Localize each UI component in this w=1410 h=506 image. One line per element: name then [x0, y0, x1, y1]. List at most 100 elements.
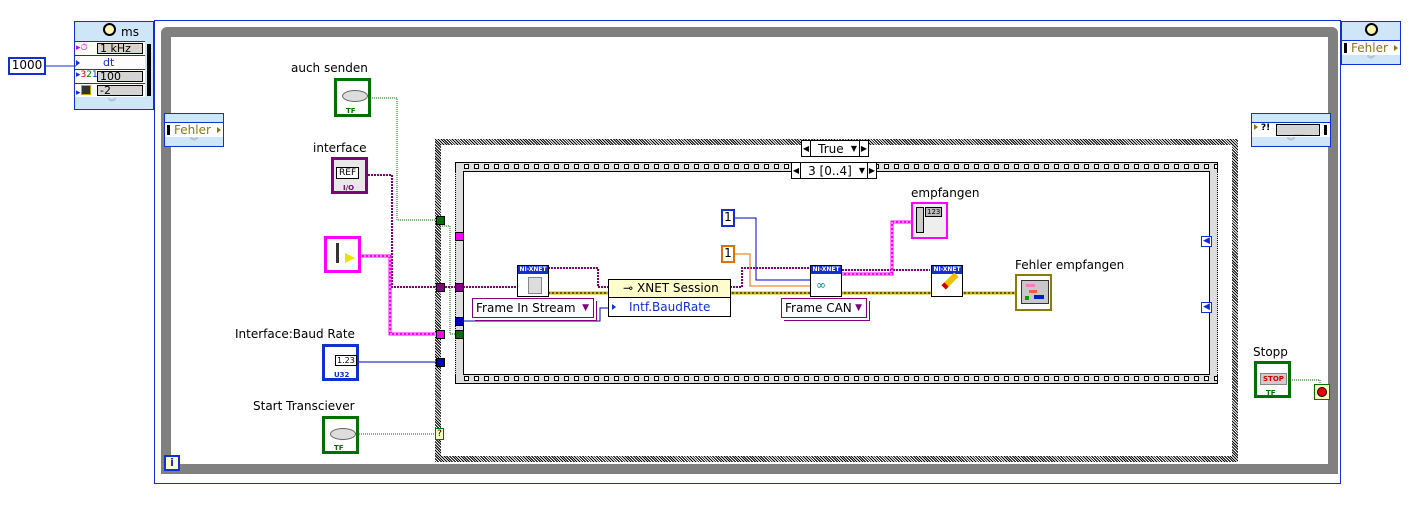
iteration-terminal: i	[164, 455, 180, 471]
node-header: NI-XNET	[811, 266, 841, 274]
case-selector-value: True	[818, 141, 844, 156]
tunnel-refnum	[436, 283, 445, 292]
interface-label: interface	[313, 141, 367, 155]
key-icon: ⊸	[623, 281, 634, 295]
fehler-empfangen-indicator[interactable]	[1015, 274, 1052, 311]
property-class-header: ⊸ XNET Session	[609, 280, 730, 298]
ring-value: Frame In Stream	[476, 301, 576, 315]
empfangen-indicator[interactable]: 123	[911, 202, 948, 239]
stopp-control[interactable]: STOP TF	[1254, 361, 1291, 398]
xnet-clear-node[interactable]: NI-XNET	[931, 265, 963, 297]
tunnel-cluster-inner	[455, 232, 464, 241]
start-transceiver-label: Start Transciever	[253, 399, 355, 413]
interface-control[interactable]: REF I/O	[331, 157, 368, 194]
resize-scrollbar[interactable]	[147, 44, 151, 96]
array-value: 123	[925, 207, 943, 217]
expand-chevron-icon[interactable]: ︾	[108, 98, 116, 107]
ring-value: Frame CAN	[785, 301, 852, 315]
increment-arrow-icon[interactable]: ▶	[859, 141, 868, 156]
led-icon	[342, 90, 368, 102]
case-selector[interactable]: ◀ True ▼ ▶	[801, 140, 869, 157]
fehler-label: Fehler	[174, 123, 211, 137]
input-arrow-icon	[76, 60, 80, 66]
timed-loop-input-node[interactable]: ms ▸⏱ 1 kHz dt ▸321 100 ▸ -2 ︾	[74, 21, 154, 110]
dt-label: dt	[103, 56, 115, 69]
expand-chevron-icon[interactable]: ︾	[1287, 137, 1295, 146]
processor-row[interactable]: ▸ -2	[75, 83, 145, 98]
clock-icon	[103, 23, 116, 36]
fehler-empfangen-label: Fehler empfangen	[1015, 258, 1125, 272]
tunnel-numeric-inner	[455, 317, 464, 326]
type-badge: U32	[334, 371, 350, 379]
processor-value: -2	[97, 85, 143, 96]
sequence-local-arrow-icon[interactable]: ◀	[1201, 236, 1212, 247]
type-badge: TF	[334, 444, 344, 452]
loop-condition-terminal[interactable]	[1314, 384, 1330, 400]
sequence-left-edge	[455, 171, 464, 375]
right-data-node[interactable]: ?! __ ︾	[1251, 113, 1331, 147]
output-arrow-icon	[1394, 45, 1398, 51]
period-row[interactable]: ▸⏱ 1 kHz	[75, 41, 145, 55]
glasses-icon: ∞	[816, 278, 826, 292]
property-class: XNET Session	[637, 281, 719, 295]
eraser-icon	[941, 272, 959, 290]
xnet-read-node[interactable]: NI-XNET ∞	[810, 265, 842, 297]
node-header: NI-XNET	[932, 266, 962, 274]
dropdown-arrow-icon[interactable]: ▼	[850, 144, 857, 153]
processor-icon: ▸	[76, 85, 91, 98]
clock-icon	[1365, 23, 1378, 36]
new-document-icon	[528, 277, 542, 294]
orange-numeric-constant[interactable]: 1	[721, 245, 735, 263]
interface-ref-value: REF	[336, 167, 360, 179]
led-icon	[330, 428, 356, 440]
dropdown-arrow-icon[interactable]: ▼	[855, 303, 862, 313]
priority-value: 100	[97, 71, 143, 82]
frame-can-ring[interactable]: Frame CAN ▼	[781, 298, 867, 318]
fehler-row[interactable]: Fehler	[165, 122, 223, 137]
dt-constant[interactable]: 1000	[8, 57, 46, 75]
timed-loop-frame	[161, 27, 1338, 474]
status-value: __	[1276, 124, 1320, 136]
amplifier-icon	[345, 253, 355, 263]
stop-if-true-icon	[1317, 387, 1327, 397]
type-badge: I/O	[343, 184, 355, 192]
slider-icon	[336, 243, 339, 263]
auch-senden-control[interactable]: TF	[334, 78, 371, 117]
stopwatch-icon: ▸⏱	[76, 43, 88, 53]
left-data-node[interactable]: Fehler ︾	[164, 113, 224, 147]
type-badge: TF	[346, 107, 356, 115]
expand-chevron-icon[interactable]: ︾	[190, 137, 198, 146]
frame-in-stream-ring[interactable]: Frame In Stream ▼	[472, 298, 594, 318]
start-transceiver-control[interactable]: TF	[322, 416, 359, 454]
cluster-control[interactable]	[324, 236, 361, 273]
xnet-session-property-node[interactable]: ⊸ XNET Session Intf.BaudRate	[608, 279, 731, 317]
input-arrow-icon	[612, 304, 616, 310]
baud-rate-value: 1.23	[335, 355, 357, 366]
tunnel-numeric	[436, 358, 445, 367]
xnet-create-session-node[interactable]: NI-XNET	[517, 265, 549, 297]
tunnel-refnum-inner	[455, 283, 464, 292]
dropdown-arrow-icon[interactable]: ▼	[858, 166, 865, 175]
baud-rate-control[interactable]: 1.23 U32	[322, 344, 359, 381]
tunnel-cluster	[436, 330, 445, 339]
timed-loop-output-node[interactable]: Fehler ︾	[1341, 21, 1401, 65]
case-selector-terminal[interactable]: ?	[435, 428, 444, 440]
blue-numeric-constant[interactable]: 1	[721, 209, 735, 227]
fehler-row[interactable]: Fehler	[1342, 40, 1400, 55]
period-value: 1 kHz	[97, 43, 143, 54]
array-index-icon	[916, 207, 924, 233]
decrement-arrow-icon[interactable]: ◀	[792, 163, 801, 178]
tunnel-boolean	[436, 216, 445, 225]
expand-chevron-icon[interactable]: ︾	[1367, 55, 1375, 64]
empfangen-label: empfangen	[911, 186, 980, 200]
tunnel-boolean-inner	[455, 330, 464, 339]
dt-row[interactable]: dt	[75, 55, 145, 69]
increment-arrow-icon[interactable]: ▶	[867, 163, 876, 178]
sequence-selector[interactable]: ◀ 3 [0..4] ▼ ▶	[791, 162, 877, 179]
decrement-arrow-icon[interactable]: ◀	[802, 141, 811, 156]
status-row[interactable]: ?! __	[1252, 122, 1330, 137]
priority-icon: ▸321	[76, 70, 98, 80]
dropdown-arrow-icon[interactable]: ▼	[582, 303, 589, 313]
priority-row[interactable]: ▸321 100	[75, 69, 145, 83]
sequence-local-arrow-icon[interactable]: ◀	[1201, 302, 1212, 313]
